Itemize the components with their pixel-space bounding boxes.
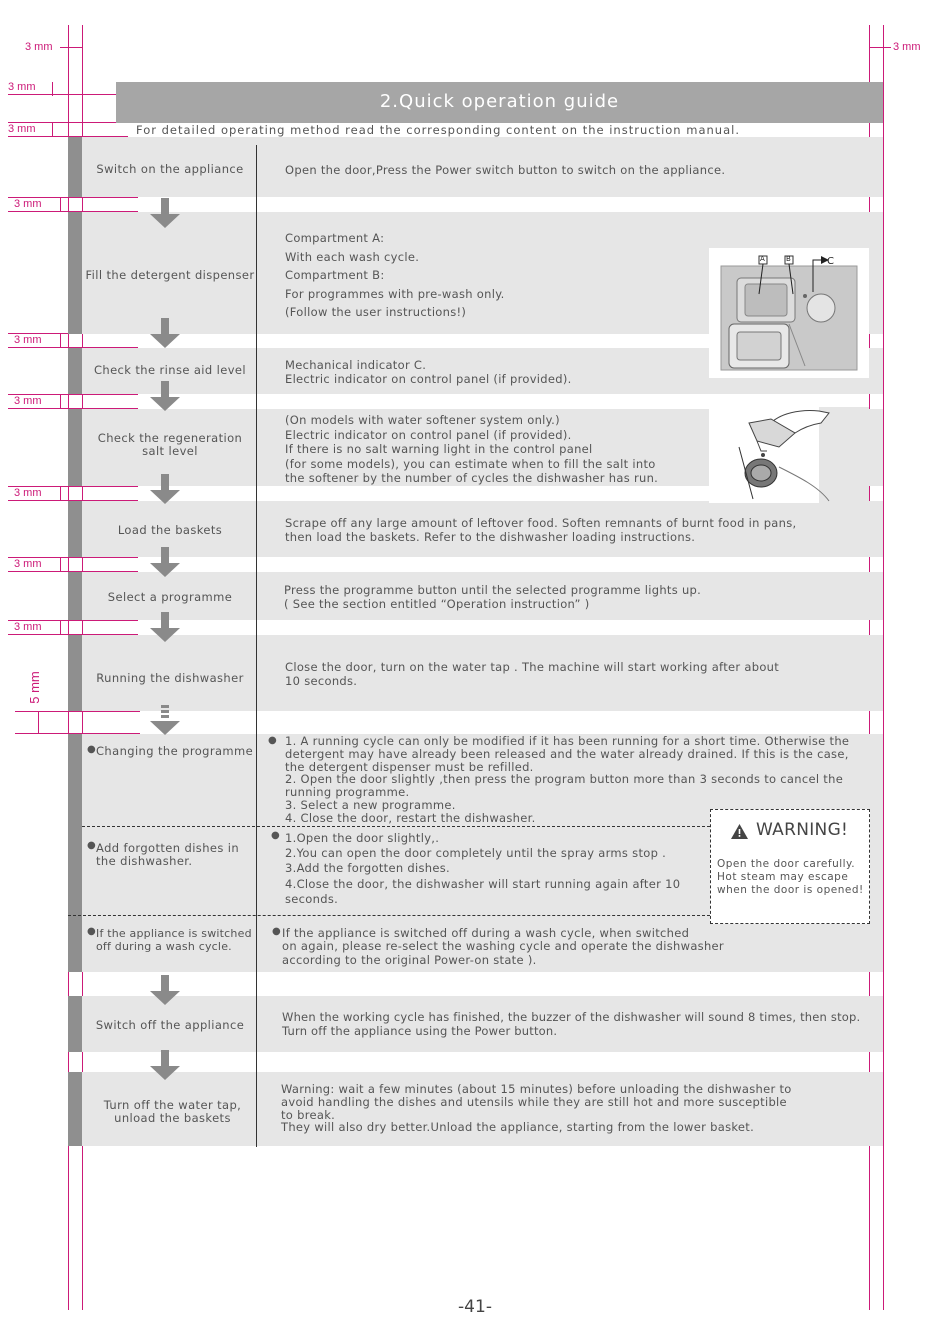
dispenser-label-a: A [760,255,765,263]
margin-mark: 3 mm [8,123,36,135]
step-desc-switched-off: If the appliance is switched off during … [282,927,872,967]
margin-mark: 3 mm [14,198,42,210]
crop-tick-v [60,486,61,500]
bullet-desc-changing: ● [268,735,277,746]
step-label-switched-off: If the appliance is switched off during … [96,927,258,953]
crop-tick-v [60,394,61,408]
crop-tick [869,47,891,48]
sidebar-bar [68,212,82,334]
warning-text: Open the door carefully. Hot steam may e… [717,858,871,897]
step-label-rinse-aid: Check the rinse aid level [85,364,255,377]
down-arrow-icon [150,198,180,228]
step-label-salt-level: Check the regeneration salt level [95,432,245,458]
margin-mark: 3 mm [14,334,42,346]
bullet-switched-off: ● [87,926,96,937]
step-desc-forgotten-dishes: 1.Open the door slightly,. 2.You can ope… [285,831,705,907]
step-label-switch-off: Switch off the appliance [85,1019,255,1032]
step-desc-load-baskets: Scrape off any large amount of leftover … [285,516,875,544]
step-label-changing-programme: Changing the programme [96,745,258,758]
dashed-separator [82,826,710,827]
crop-tick-v [52,122,53,136]
bullet-changing: ● [87,744,96,755]
sidebar-bar [68,348,82,394]
margin-mark-5mm: 5 mm [27,671,42,704]
warning-triangle-icon [731,824,748,839]
dispenser-label-c: C [827,256,834,267]
margin-mark: 3 mm [8,81,36,93]
warning-title: WARNING! [756,820,848,840]
crop-tick-v [60,197,61,211]
step-label-fill-detergent: Fill the detergent dispenser [85,269,255,282]
salt-refill-image [709,407,869,503]
step-desc-water-tap: Warning: wait a few minutes (about 15 mi… [281,1083,871,1134]
crop-tick-v [60,333,61,347]
dispenser-label-b: B [786,255,791,263]
crop-tick-v [38,711,39,733]
down-arrow-icon [150,547,180,577]
down-arrow-icon [150,612,180,642]
crop-tick-v [52,82,53,96]
sidebar-bar [68,996,82,1052]
sidebar-bar [68,409,82,486]
step-desc-switch-off: When the working cycle has finished, the… [282,1010,877,1038]
crop-tick-v [60,620,61,634]
margin-mark: 3 mm [25,41,53,53]
step-label-forgotten-dishes: Add forgotten dishes in the dishwasher. [96,842,246,868]
margin-mark: 3 mm [14,395,42,407]
dashed-down-arrow-icon [150,705,180,735]
sidebar-bar [68,734,82,972]
down-arrow-icon [150,318,180,348]
margin-mark: 3 mm [14,487,42,499]
page-title: 2.Quick operation guide [116,91,883,112]
dashed-separator [68,915,710,916]
step-desc-switch-on: Open the door,Press the Power switch but… [285,163,875,177]
crop-line-right-outer [883,25,884,1310]
down-arrow-icon [150,975,180,1005]
crop-tick-v [60,557,61,571]
down-arrow-icon [150,381,180,411]
detergent-dispenser-image: A B C [709,248,869,378]
sidebar-bar [68,501,82,557]
bullet-desc-switched-off: ● [272,926,281,937]
step-label-switch-on: Switch on the appliance [85,163,255,176]
margin-mark: 3 mm [14,621,42,633]
margin-mark: 3 mm [893,41,921,53]
down-arrow-icon [150,1050,180,1080]
step-desc-running: Close the door, turn on the water tap . … [285,660,875,688]
sidebar-bar [68,635,82,711]
warning-box: WARNING! Open the door carefully. Hot st… [710,809,870,924]
crop-tick [8,94,128,95]
bullet-desc-forgotten: ● [271,830,280,841]
sidebar-bar [68,572,82,620]
step-label-load-baskets: Load the baskets [85,524,255,537]
down-arrow-icon [150,474,180,504]
step-desc-select-programme: Press the programme button until the sel… [284,583,874,611]
step-label-water-tap: Turn off the water tap, unload the baske… [100,1099,245,1125]
column-divider [256,145,257,1147]
bullet-forgotten: ● [87,840,96,851]
crop-tick [60,47,82,48]
page-subtitle: For detailed operating method read the c… [136,123,740,137]
sidebar-bar [68,137,82,197]
step-label-running: Running the dishwasher [85,672,255,685]
margin-mark: 3 mm [14,558,42,570]
sidebar-bar [68,1072,82,1146]
step-label-select-programme: Select a programme [85,591,255,604]
page-number: -41- [435,1297,515,1317]
crop-tick [15,711,140,712]
